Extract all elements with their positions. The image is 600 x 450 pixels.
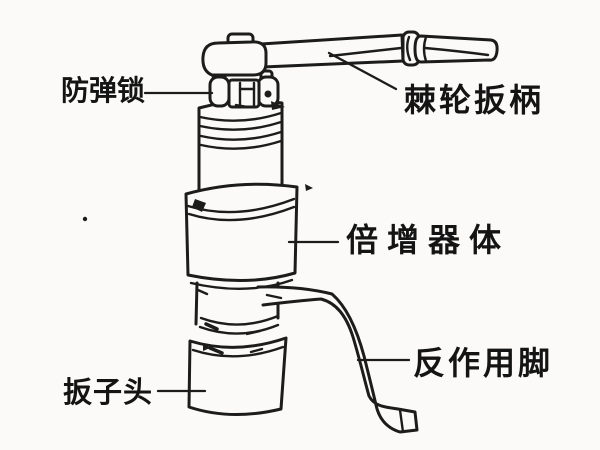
ratchet-head [201, 40, 268, 77]
label-anti-rebound-lock: 防弹锁 [61, 76, 146, 107]
reaction-foot [256, 285, 419, 434]
label-ratchet-handle: 棘轮扳柄 [404, 82, 545, 118]
paper-speck [305, 184, 313, 191]
leader-ratchet-handle [327, 51, 398, 91]
lower-neck [194, 281, 280, 336]
paper-speck [82, 216, 88, 222]
label-wrench-head: 扳子头 [63, 377, 154, 409]
anti-rebound-lock [208, 69, 285, 110]
multiplier-body [184, 182, 299, 296]
label-reaction-foot: 反作用脚 [413, 345, 554, 381]
handle-grip [413, 34, 499, 64]
wrench-head [187, 336, 288, 416]
label-multiplier-body: 倍增器体 [346, 222, 511, 258]
ratchet-handle [259, 30, 499, 69]
upper-cylinder [197, 99, 284, 199]
